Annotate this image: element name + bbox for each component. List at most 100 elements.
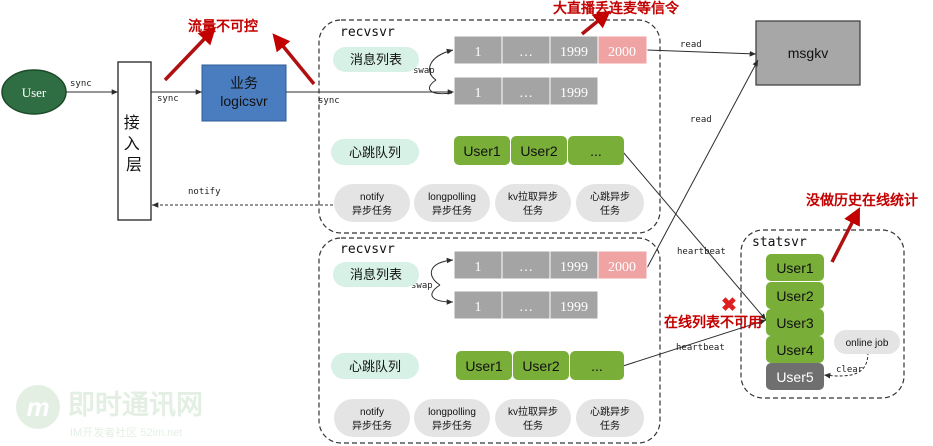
task-line-1: kv拉取异步	[508, 405, 558, 418]
queue-item-text: ...	[590, 143, 602, 159]
stat-user-text: User3	[776, 315, 814, 331]
logicsvr-box[interactable]	[201, 64, 287, 122]
task-pill	[334, 399, 410, 437]
task-line-2: 异步任务	[352, 419, 392, 432]
msg-cell	[453, 35, 503, 65]
annotation-no-history-stats: 没做历史在线统计	[806, 192, 918, 208]
msg-cell	[549, 76, 599, 106]
access-layer-char-3: 层	[126, 157, 142, 174]
msg-cell	[501, 76, 551, 106]
queue-item	[511, 136, 567, 165]
edge-swap-label-2: swap	[411, 281, 433, 291]
edge-swap-1	[429, 48, 454, 81]
msg-cell-text: …	[519, 45, 533, 60]
msg-cell-text: 1	[475, 260, 482, 275]
online-job-pill[interactable]	[834, 330, 900, 354]
queue-item	[456, 351, 512, 380]
recvsvr-2-row-2: 1 … 1999	[453, 290, 599, 320]
edge-read-label-1: read	[680, 40, 702, 50]
msg-cell-latest	[597, 35, 648, 65]
edge-read-1	[646, 49, 757, 57]
watermark: m 即时通讯网 IM开发者社区 52im.net	[16, 385, 203, 439]
stat-user	[766, 309, 824, 336]
msg-cell-text: …	[519, 300, 533, 315]
task-line-2: 异步任务	[432, 419, 472, 432]
msg-cell-text: 1	[475, 300, 482, 315]
task-pill	[495, 184, 571, 222]
queue-item-text: User1	[463, 143, 501, 159]
queue-item-text: User2	[522, 358, 560, 374]
queue-item-text: ...	[591, 358, 603, 374]
queue-item-text: User1	[465, 358, 503, 374]
statsvr-users: User1 User2 User3 User4 User5	[766, 254, 824, 390]
msg-cell-text: …	[519, 86, 533, 101]
watermark-title: 即时通讯网	[68, 390, 203, 420]
annotation-online-list-unusable: 在线列表不可用	[664, 314, 762, 330]
logicsvr-label-cn: 业务	[230, 75, 258, 91]
edge-swap-2	[430, 257, 454, 286]
stat-user	[766, 336, 824, 363]
recvsvr-1-title: recvsvr	[340, 25, 395, 40]
queue-item-text: User2	[520, 143, 558, 159]
recvsvr-2-tasks: notify 异步任务 longpolling 异步任务 kv拉取异步 任务 心…	[334, 399, 644, 437]
stat-user-stale	[766, 363, 824, 390]
task-line-1: 心跳异步	[590, 190, 630, 203]
annotation-uncontrolled-traffic: 流量不可控	[188, 18, 258, 34]
red-arrow-top	[580, 10, 611, 36]
recvsvr-1-tasks: notify 异步任务 longpolling 异步任务 kv拉取异步 任务 心…	[334, 184, 644, 222]
queue-item	[513, 351, 569, 380]
task-line-1: 心跳异步	[590, 405, 630, 418]
task-pill	[576, 399, 644, 437]
recvsvr-1-container	[318, 19, 661, 234]
edge-sync-label-3: sync	[318, 96, 340, 106]
recvsvr-2-row-1: 1 … 1999 2000	[453, 250, 648, 280]
task-line-2: 任务	[600, 419, 620, 432]
red-arrow-left	[163, 26, 217, 82]
task-line-2: 任务	[600, 204, 620, 217]
recvsvr-2-heartbeat-pill[interactable]	[331, 353, 419, 379]
logicsvr-label-en: logicsvr	[220, 93, 268, 109]
access-layer-label: 接 入 层	[124, 114, 144, 174]
msg-cell-latest	[597, 250, 648, 280]
msg-cell-text: 2000	[608, 45, 636, 60]
msg-cell	[453, 290, 503, 320]
task-line-1: notify	[360, 192, 384, 203]
edge-heartbeat-1	[622, 151, 767, 321]
annotation-big-live-loss: 大直播丢连麦等信令	[553, 0, 680, 16]
recvsvr-1-heartbeat-label: 心跳队列	[349, 145, 401, 160]
task-line-1: kv拉取异步	[508, 190, 558, 203]
statsvr-title: statsvr	[752, 235, 807, 250]
edge-notify-label: notify	[188, 187, 221, 197]
red-arrow-right	[272, 33, 316, 86]
edge-clear	[823, 351, 869, 379]
edge-heartbeat-label-2: heartbeat	[676, 343, 725, 353]
queue-item	[568, 136, 624, 165]
stat-user	[766, 282, 824, 309]
recvsvr-2-msg-list-pill[interactable]	[333, 262, 419, 287]
recvsvr-1-queue: User1 User2 ...	[454, 136, 624, 165]
recvsvr-2-msg-list-label: 消息列表	[350, 267, 402, 282]
task-line-2: 任务	[523, 204, 543, 217]
msg-cell-text: 1999	[560, 260, 588, 275]
edge-swap-2b	[431, 284, 454, 305]
task-line-1: longpolling	[428, 407, 476, 418]
msg-cell-text: 1999	[560, 300, 588, 315]
x-mark-icon: ✖	[721, 295, 737, 316]
access-layer-box[interactable]	[117, 61, 152, 221]
stat-user-text: User4	[776, 342, 814, 358]
recvsvr-1-msg-list-pill[interactable]	[333, 47, 419, 72]
task-pill	[414, 399, 490, 437]
edge-heartbeat-label-1: heartbeat	[677, 247, 726, 257]
watermark-logo-glyph: m	[26, 392, 49, 422]
recvsvr-2-container	[318, 237, 661, 444]
access-layer-char-2: 入	[124, 136, 140, 153]
edge-swap-label-1: swap	[413, 66, 435, 76]
task-line-1: longpolling	[428, 192, 476, 203]
queue-item	[454, 136, 510, 165]
recvsvr-1-heartbeat-pill[interactable]	[331, 139, 419, 165]
red-arrow-stats	[830, 207, 860, 263]
edge-sync-label-1: sync	[70, 79, 92, 89]
msg-cell	[453, 76, 503, 106]
recvsvr-1-msg-list-label: 消息列表	[350, 52, 402, 67]
msgkv-box[interactable]	[755, 20, 861, 86]
